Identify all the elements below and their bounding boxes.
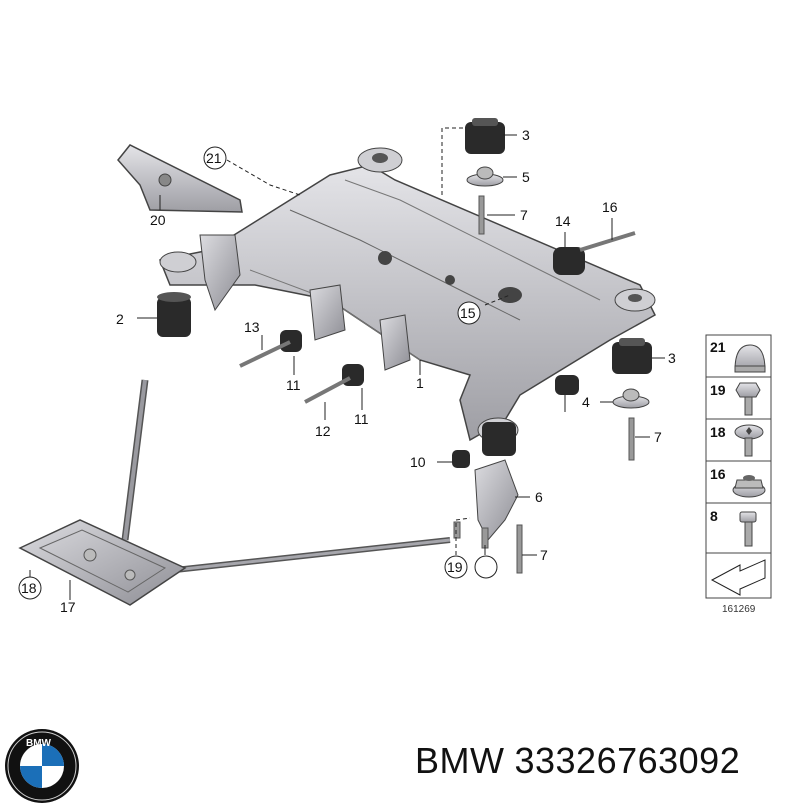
- bushing-9: [555, 375, 579, 395]
- callout-7-lower: 7: [540, 547, 548, 563]
- fasteners: [239, 166, 650, 574]
- fastener-legend: 21 19 18 16 8 161269: [705, 334, 772, 615]
- callout-12: 12: [315, 423, 331, 439]
- leader-lines: [29, 127, 665, 600]
- screw-icon: [739, 511, 757, 547]
- cap-nut-icon: [734, 344, 766, 373]
- callout-14: 14: [555, 213, 571, 229]
- callouts: 3 5 7 14 16 3 4 7 6 7 10 1 11 11 13 12 2…: [18, 127, 676, 615]
- brand-name: BMW: [415, 740, 505, 781]
- callout-6: 6: [535, 489, 543, 505]
- callout-21: 21: [206, 150, 222, 166]
- callout-5: 5: [522, 169, 530, 185]
- callout-3-upper: 3: [522, 127, 530, 143]
- mount-3-lower: [612, 338, 652, 374]
- callout-11b: 11: [354, 411, 369, 427]
- arrow-icon: [710, 559, 766, 596]
- callout-13: 13: [244, 319, 260, 335]
- legend-num-16: 16: [710, 466, 726, 482]
- legend-num-18: 18: [710, 424, 726, 440]
- callout-20: 20: [150, 212, 166, 228]
- callout-18: 18: [21, 580, 37, 596]
- callout-16: 16: [602, 199, 618, 215]
- flange-nut-icon: [732, 475, 766, 498]
- rear-subframe: [158, 147, 656, 443]
- diagram-number: 161269: [722, 604, 756, 615]
- torx-bolt-icon: [734, 424, 764, 457]
- callout-15: 15: [460, 305, 476, 321]
- bushing-11a: [280, 330, 302, 352]
- callout-1: 1: [416, 375, 424, 391]
- callout-2: 2: [116, 311, 124, 327]
- legend-num-19: 19: [710, 382, 726, 398]
- mount-3-upper: [465, 118, 505, 154]
- rubber-mounts: [157, 118, 652, 468]
- bmw-logo: BMW: [5, 729, 79, 803]
- brace-plate: [117, 144, 243, 213]
- callout-17: 17: [60, 599, 76, 615]
- legend-num-8: 8: [710, 508, 718, 524]
- callout-7-mid: 7: [654, 429, 662, 445]
- legend-num-21: 21: [710, 339, 726, 355]
- logo-lettering: BMW: [26, 738, 52, 749]
- bushing-10: [452, 450, 470, 468]
- callout-3-lower: 3: [668, 350, 676, 366]
- bushing-14: [553, 247, 585, 275]
- callout-10: 10: [410, 454, 426, 470]
- callout-4: 4: [582, 394, 590, 410]
- hex-bolt-icon: [735, 382, 761, 416]
- bushing-main-lower: [482, 422, 516, 456]
- callout-11a: 11: [286, 377, 301, 393]
- reinforcement-plate: [18, 379, 451, 606]
- bushing-2: [157, 292, 191, 337]
- callout-19: 19: [447, 559, 463, 575]
- callout-7-upper: 7: [520, 207, 528, 223]
- part-number: 33326763092: [514, 740, 741, 781]
